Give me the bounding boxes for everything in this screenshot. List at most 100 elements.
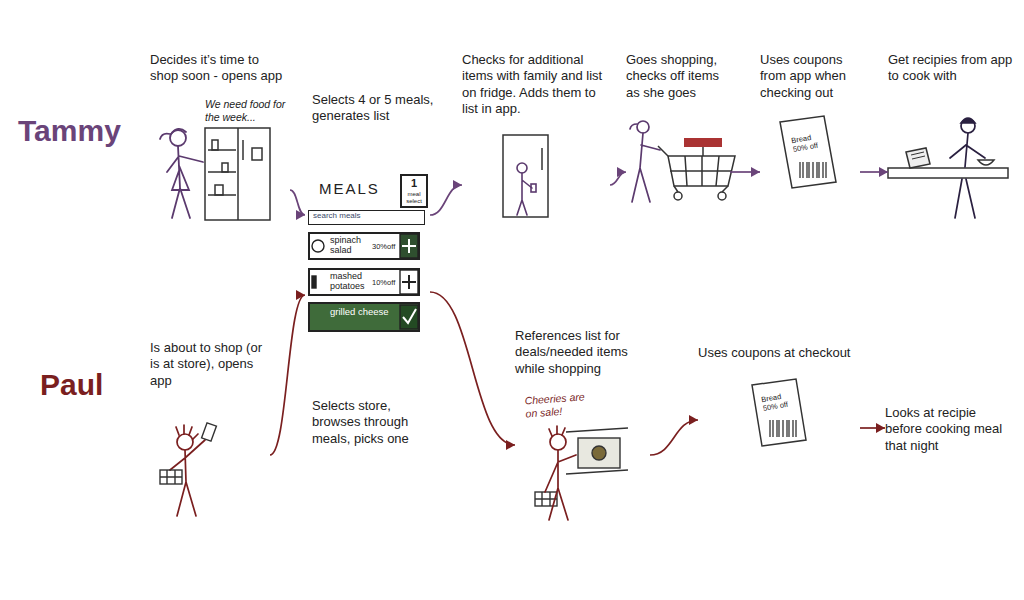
flow-arrow [270,295,305,455]
shelf [535,428,628,506]
plus-sign [402,239,416,253]
cart-grid [670,156,732,186]
step-caption: Selects 4 or 5 meals, generates list [312,92,437,125]
hair [160,129,186,139]
step-caption: Uses coupons from app when checking out [760,52,860,101]
step-caption: grilled cheese [330,307,392,317]
step: Uses coupons from app when checking outB… [760,52,860,192]
bowl [978,160,994,165]
body [517,173,532,215]
sketch-text: Cheeries are on sale! [524,390,596,420]
counter [888,168,1008,178]
phone [202,423,217,441]
step-caption: Selects store, browses through meals, pi… [312,398,430,447]
potato-icon [312,276,316,288]
head [961,119,975,133]
step-caption: Goes shopping, checks off items as she g… [626,52,730,101]
body [167,146,203,218]
head [517,163,527,173]
sketch-text: meal select [402,191,426,205]
app-screen: MEALS1meal selectsearch mealsspinach sal… [305,172,430,344]
step-caption: Decides it’s time to shop soon - opens a… [150,52,290,85]
tammy-figure [630,121,660,202]
book-lines [911,152,925,159]
hair [176,425,198,439]
fridge-shelves [208,128,243,220]
step-caption: Get recipies from app to cook with [888,52,1013,85]
flow-arrow [860,427,885,429]
basket-grid [160,470,182,484]
flow-arrow [430,185,462,215]
meal-counter: 1 meal select [400,174,428,208]
sketch-text: 10%off [372,278,395,287]
head [177,434,193,450]
props [160,423,216,484]
search-bar: search meals [308,210,425,225]
sign-pole [702,147,704,156]
sketch-text: Bread 50% off [761,390,799,413]
flow-arrow [650,420,698,455]
step-caption: Is about to shop (or is at store), opens… [150,340,270,389]
step: Is about to shop (or is at store), opens… [150,340,270,520]
meal-item: mashed potatoes10%off [308,268,420,296]
step: Looks at recipie before cooking meal tha… [885,405,1013,467]
hair [549,426,565,436]
body [545,450,576,520]
persona-name: Tammy [18,112,121,150]
plus-sign [402,275,416,289]
barcode [770,420,796,437]
step: References list for deals/needed items w… [515,328,650,523]
sketch-text: We need food for the week... [205,98,287,123]
step-caption: Uses coupons at checkout [698,345,860,361]
salad-icon [312,240,324,252]
wheel [674,192,682,200]
flow-arrow [430,292,515,445]
shelf-lines [566,428,628,474]
head [637,121,649,133]
tammy-figure [517,163,536,215]
body [950,133,985,218]
sketch-text: 30%off [372,242,395,251]
persona-name: Paul [40,366,103,404]
sketch-text: Bread 50% off [791,131,829,154]
fridge-body [205,128,270,220]
check-mark [403,309,416,323]
step: Checks for additional items with family … [462,52,610,220]
fridge-handle [541,148,543,170]
hair [961,118,975,123]
cart [658,138,735,200]
app-icons [308,234,420,332]
selected-fill [308,302,420,332]
store-sign [684,138,722,147]
plus-box [400,270,418,294]
step: Decides it’s time to shop soon - opens a… [150,52,290,222]
food [212,140,218,150]
step: Goes shopping, checks off items as she g… [626,52,730,207]
basket [160,470,182,484]
step-caption: References list for deals/needed items w… [515,328,650,377]
body [632,133,660,202]
barcode [800,162,826,178]
step-caption: Checks for additional items with family … [462,52,610,117]
flow-arrow [730,171,760,173]
fridge-body [503,135,548,217]
cherry-box [578,438,620,468]
food [222,163,228,172]
coupon-sheet [780,116,836,188]
tammy-figure [160,129,203,218]
food [215,185,223,195]
step-caption: mashed potatoes [330,272,372,292]
cherry [592,446,606,460]
step-caption: spinach salad [330,236,372,256]
phone [531,184,536,192]
meal-item: spinach salad30%off [308,232,420,260]
flow-arrow [290,190,305,215]
step-caption: 1 [402,177,426,189]
kitchen [888,148,1008,178]
check-box [400,305,418,329]
recipe-book [906,148,930,168]
note [252,148,262,160]
step: Get recipies from app to cook with [888,52,1013,222]
coupon [752,379,806,446]
